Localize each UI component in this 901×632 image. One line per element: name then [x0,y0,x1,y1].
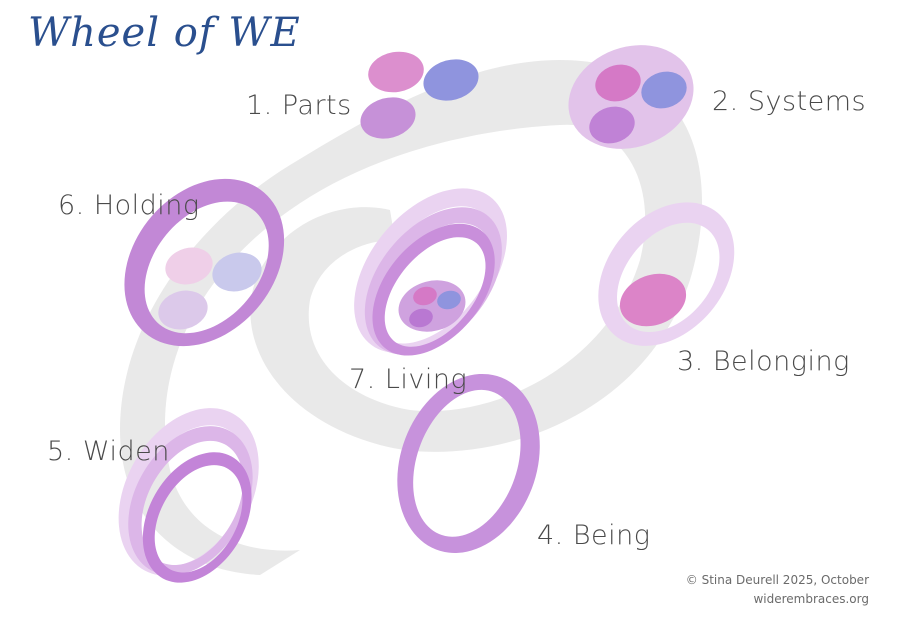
belonging-part [619,273,687,327]
spiral-background [120,60,703,575]
part-blue [423,59,479,101]
website-text: widerembraces.org [753,592,869,606]
stage-label-living: 7. Living [349,364,468,395]
being-ring [397,373,540,553]
spiral-band [120,60,703,575]
stage-4-being-graphic [397,373,540,553]
stage-label-parts: 1. Parts [246,90,352,121]
living-part-pink [413,286,437,306]
stage-3-belonging-graphic [598,202,735,346]
stage-label-systems: 2. Systems [712,86,867,117]
living-part-purple [409,308,433,328]
part-pink [368,51,424,93]
system-part-blue [641,71,687,109]
living-ring-1 [354,188,507,354]
holding-part-purple [158,290,208,330]
belonging-ring [598,202,735,346]
living-part-blue [437,290,461,310]
holding-ring [124,178,285,347]
copyright-text: © Stina Deurell 2025, October [685,573,869,587]
holding-part-blue [212,252,262,292]
stage-label-widen: 5. Widen [47,436,170,467]
widen-ring-outer [118,408,259,576]
title-logo: WE [228,10,301,56]
stage-label-holding: 6. Holding [58,190,200,221]
system-part-purple [589,106,635,144]
stage-label-belonging: 3. Belonging [677,346,850,377]
living-ring-3 [372,223,495,356]
stage-1-parts-graphic [360,51,479,139]
page-title: Wheel of WE [28,10,301,56]
widen-ring-middle [128,426,253,576]
stage-5-widen-graphic [118,408,259,583]
stage-6-holding-graphic [124,178,285,347]
holding-part-pink [165,247,213,285]
widen-ring-inner [142,452,252,583]
part-purple [360,97,416,139]
stage-label-being: 4. Being [537,520,651,551]
title-text: Wheel of [28,10,215,56]
stage-7-living-graphic [354,188,507,356]
stage-2-systems-graphic [568,45,694,149]
system-part-pink [595,64,641,102]
